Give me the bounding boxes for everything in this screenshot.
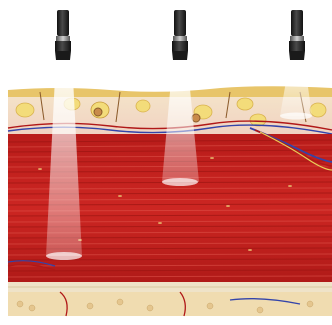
probe-medium-icon xyxy=(172,10,188,60)
deep-tissue xyxy=(8,292,332,316)
probe-shallow-icon xyxy=(289,10,305,60)
probe-deep-icon xyxy=(55,10,71,60)
beam-medium-focus xyxy=(162,178,198,186)
beam-shallow-focus xyxy=(280,113,312,120)
beam-deep-focus xyxy=(46,252,82,260)
